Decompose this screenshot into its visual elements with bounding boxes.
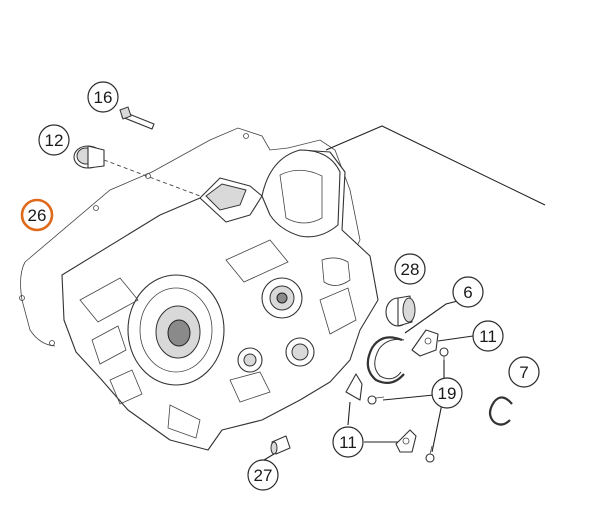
callout-19: 19 <box>431 377 463 409</box>
circlip-part-7 <box>488 396 513 426</box>
callout-12-label: 12 <box>45 131 64 150</box>
callout-27: 27 <box>247 459 279 491</box>
callout-26-highlighted: 26 <box>20 198 54 232</box>
callout-19-label: 19 <box>438 384 457 403</box>
crankcase-gasket <box>19 127 361 347</box>
bushing-part-12 <box>73 145 105 169</box>
bolt-part-16 <box>119 106 155 130</box>
callout-6-label: 6 <box>463 283 472 302</box>
callout-6: 6 <box>452 276 484 308</box>
callout-28-label: 28 <box>401 260 420 279</box>
callout-12: 12 <box>38 124 70 156</box>
assembly-line-12 <box>103 159 201 197</box>
bracket-part-11-upper <box>411 329 439 357</box>
callout-27-label: 27 <box>254 466 273 485</box>
callout-11-upper: 11 <box>472 320 504 352</box>
callout-16-label: 16 <box>94 88 113 107</box>
callout-11-lower: 11 <box>332 426 364 458</box>
callout-7-label: 7 <box>519 363 528 382</box>
sleeve-part-28 <box>385 295 416 327</box>
callout-11-upper-label: 11 <box>479 327 497 346</box>
reference-line <box>325 125 546 206</box>
callout-16: 16 <box>87 81 119 113</box>
callout-11-lower-label: 11 <box>339 433 357 452</box>
callout-26-label: 26 <box>28 206 47 225</box>
crankcase-half <box>61 149 379 451</box>
bracket-part-11-lower <box>345 373 417 453</box>
callout-7: 7 <box>508 356 540 388</box>
retaining-ring-part-6 <box>366 336 405 385</box>
screw-part-19 <box>367 347 449 463</box>
callout-28: 28 <box>394 253 426 285</box>
dowel-part-27 <box>270 435 291 455</box>
